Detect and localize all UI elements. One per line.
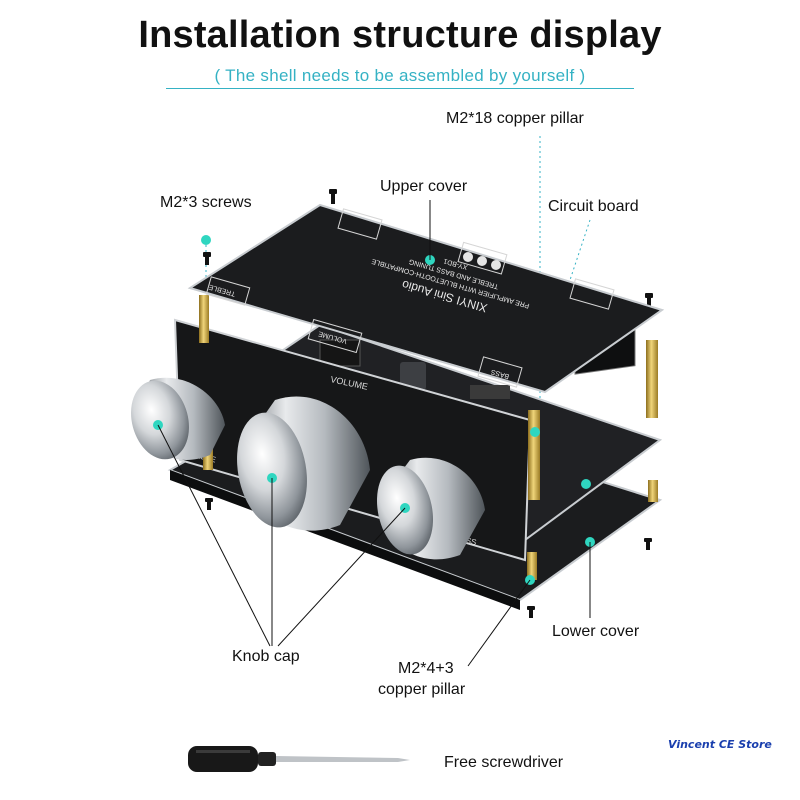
upper-cover: XINYI Sini Audio PRE AMPLIFIER WITH BLUE… — [187, 203, 665, 394]
page-title: Installation structure display — [138, 14, 662, 56]
label-knob-cap: Knob cap — [232, 648, 300, 665]
screwdriver-icon — [188, 746, 410, 772]
label-copper-pillar-top: M2*18 copper pillar — [446, 110, 584, 127]
knob-left — [131, 377, 225, 460]
label-copper-pillar-bottom-2: copper pillar — [378, 681, 466, 698]
label-screws: M2*3 screws — [160, 194, 252, 211]
label-copper-pillar-bottom-1: M2*4+3 — [398, 660, 454, 677]
label-screwdriver: Free screwdriver — [444, 754, 564, 771]
cover-bass-text: BASS — [490, 368, 510, 380]
label-upper-cover: Upper cover — [380, 178, 468, 195]
subtitle-underline — [166, 88, 634, 89]
leader-lines — [157, 200, 591, 667]
store-watermark: Vincent CE Store — [668, 738, 772, 751]
label-circuit-board: Circuit board — [548, 198, 639, 215]
screws — [203, 189, 653, 618]
subtitle: ( The shell needs to be assembled by you… — [214, 66, 586, 85]
label-lower-cover: Lower cover — [552, 623, 640, 640]
